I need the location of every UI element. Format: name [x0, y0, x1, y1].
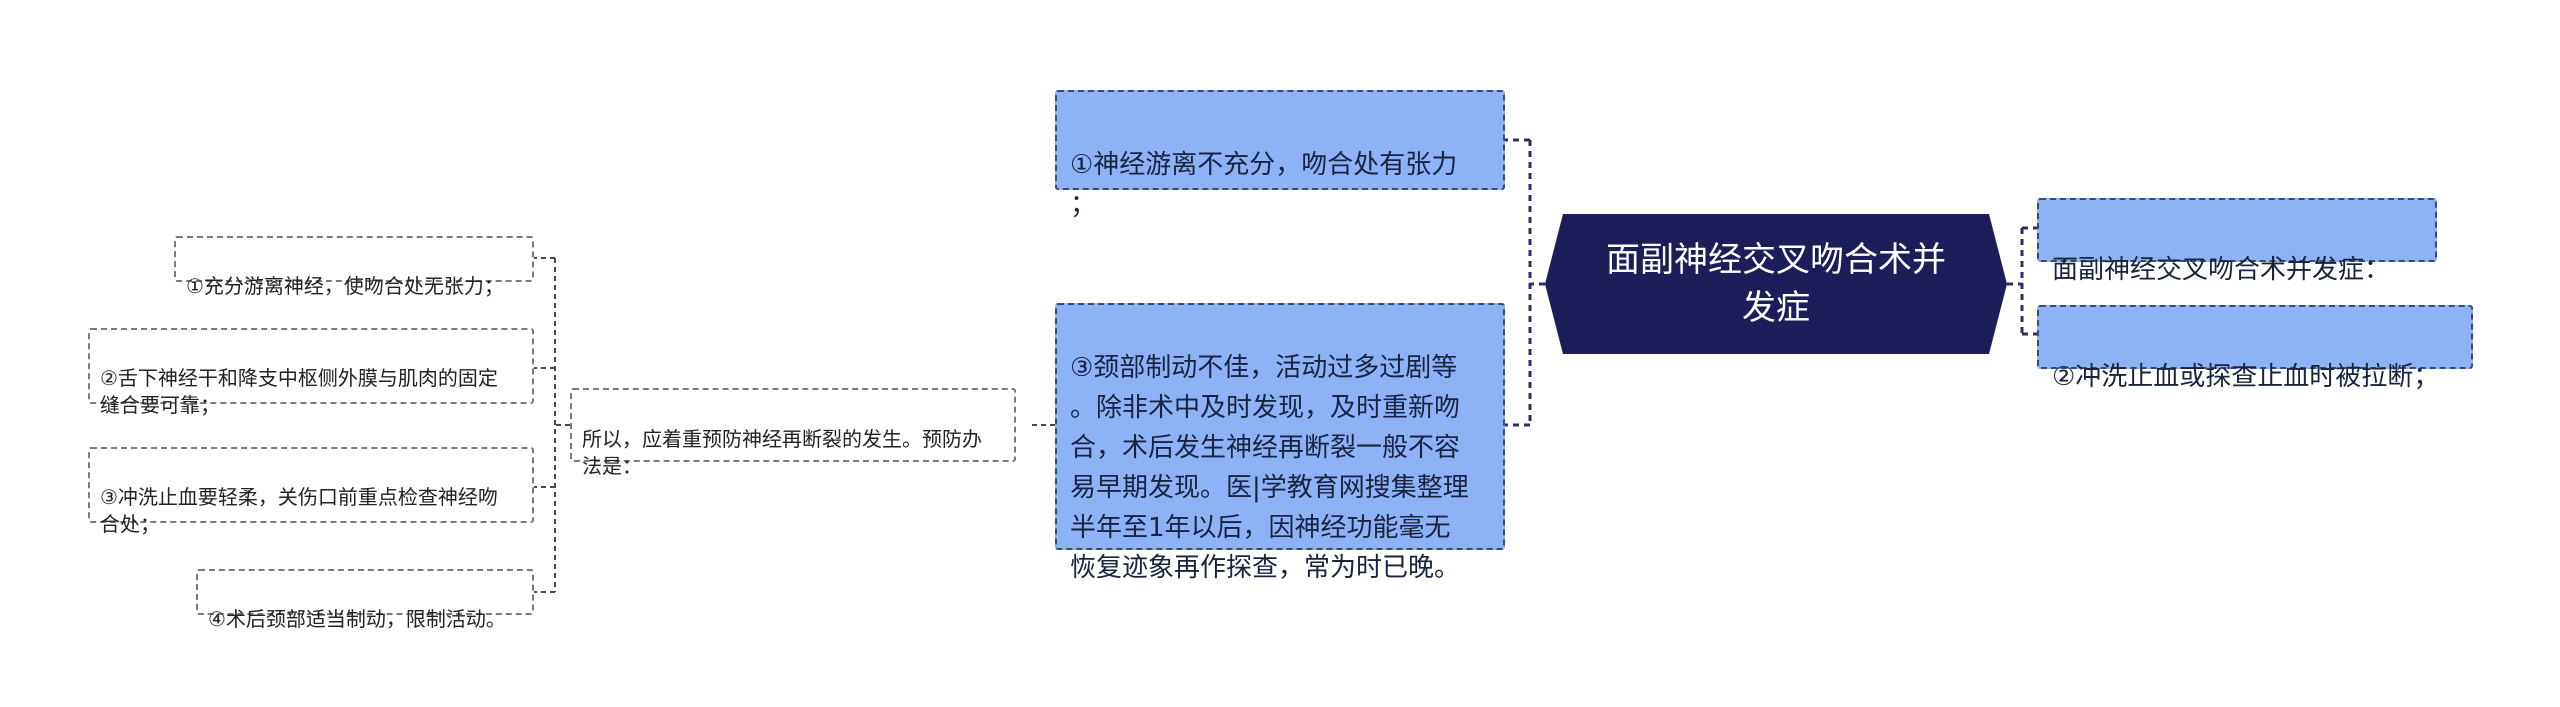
root-shape: [1545, 214, 2007, 354]
prevention-item-label: ④术后颈部适当制动，限制活动。: [208, 607, 506, 631]
prevention-item-label: ①充分游离神经，使吻合处无张力；: [186, 274, 504, 298]
root-topic[interactable]: 面副神经交叉吻合术并发症: [1545, 214, 2007, 354]
prevention-label: 所以，应着重预防神经再断裂的发生。预防办 法是：: [582, 427, 982, 478]
prevention-item-4[interactable]: ④术后颈部适当制动，限制活动。: [196, 569, 534, 631]
prevention-item-label: ③冲洗止血要轻柔，关伤口前重点检查神经吻 合处；: [100, 485, 498, 536]
right-node-complication-heading[interactable]: 面副神经交叉吻合术并发症：: [2037, 198, 2437, 285]
left-node-label: ①神经游离不充分，吻合处有张力 ；: [1070, 150, 1458, 220]
prevention-item-1[interactable]: ①充分游离神经，使吻合处无张力；: [174, 236, 534, 298]
left-node-label: ③颈部制动不佳，活动过多过剧等 。除非术中及时发现，及时重新吻 合，术后发生神经…: [1070, 353, 1469, 583]
prevention-node[interactable]: 所以，应着重预防神经再断裂的发生。预防办 法是：: [570, 388, 1016, 478]
right-node-label: 面副神经交叉吻合术并发症：: [2052, 255, 2391, 285]
prevention-item-label: ②舌下神经干和降支中枢侧外膜与肌肉的固定 缝合要可靠；: [100, 366, 498, 417]
root-title: 面副神经交叉吻合术并发症: [1606, 240, 1946, 328]
left-node-neck-immobilization[interactable]: ③颈部制动不佳，活动过多过剧等 。除非术中及时发现，及时重新吻 合，术后发生神经…: [1055, 303, 1505, 583]
right-node-rinse-hemostasis[interactable]: ②冲洗止血或探查止血时被拉断；: [2037, 305, 2473, 392]
prevention-item-2[interactable]: ②舌下神经干和降支中枢侧外膜与肌肉的固定 缝合要可靠；: [88, 328, 534, 417]
right-node-label: ②冲洗止血或探查止血时被拉断；: [2052, 362, 2440, 392]
prevention-item-3[interactable]: ③冲洗止血要轻柔，关伤口前重点检查神经吻 合处；: [88, 447, 534, 536]
left-node-insufficient-dissection[interactable]: ①神经游离不充分，吻合处有张力 ；: [1055, 90, 1505, 220]
